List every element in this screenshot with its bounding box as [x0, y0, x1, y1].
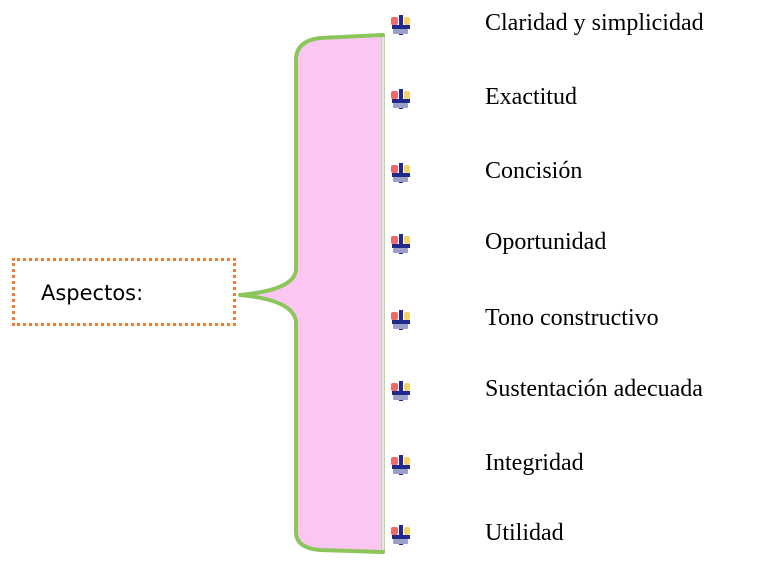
plus-bullet-icon — [390, 380, 412, 402]
list-item: Integridad — [390, 450, 780, 490]
list-item-label: Utilidad — [485, 520, 564, 546]
plus-bullet-icon — [390, 88, 412, 110]
plus-bullet-icon — [390, 162, 412, 184]
list-item: Concisión — [390, 158, 780, 198]
plus-bullet-icon — [390, 524, 412, 546]
list-item: Claridad y simplicidad — [390, 10, 780, 50]
aspectos-label-box: Aspectos: — [12, 258, 236, 326]
list-item-label: Tono constructivo — [485, 305, 659, 331]
list-item: Tono constructivo — [390, 305, 780, 345]
list-item-label: Claridad y simplicidad — [485, 10, 704, 36]
plus-bullet-icon — [390, 454, 412, 476]
list-item-label: Concisión — [485, 158, 583, 184]
plus-bullet-icon — [390, 14, 412, 36]
list-item-label: Exactitud — [485, 84, 577, 110]
plus-bullet-icon — [390, 309, 412, 331]
aspectos-label: Aspectos: — [41, 281, 144, 305]
list-item: Exactitud — [390, 84, 780, 124]
list-item-label: Sustentación adecuada — [485, 376, 703, 402]
list-item: Sustentación adecuada — [390, 376, 780, 416]
list-item-label: Integridad — [485, 450, 584, 476]
list-item: Utilidad — [390, 520, 780, 560]
list-item-label: Oportunidad — [485, 229, 607, 255]
plus-bullet-icon — [390, 233, 412, 255]
curly-brace — [238, 33, 385, 554]
list-item: Oportunidad — [390, 229, 780, 269]
